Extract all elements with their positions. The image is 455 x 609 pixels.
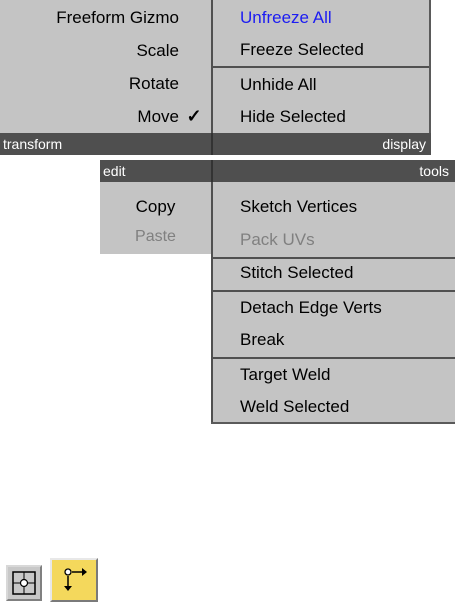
menu-item-label: Rotate xyxy=(128,74,179,93)
menu-separator xyxy=(213,257,455,259)
transform-menu xyxy=(0,0,211,133)
menu-item-freeze-selected[interactable]: Freeze Selected xyxy=(213,33,429,66)
menu-item-copy[interactable]: Copy xyxy=(100,190,211,223)
menu-item-label: Unfreeze All xyxy=(240,8,332,27)
menu-item-unhide-all[interactable]: Unhide All xyxy=(213,68,429,101)
tools-header: tools xyxy=(213,160,455,182)
header-label: tools xyxy=(419,163,449,179)
transform-header: transform xyxy=(0,133,211,155)
menu-item-weld-selected[interactable]: Weld Selected xyxy=(213,390,455,423)
menu-item-label: Hide Selected xyxy=(240,107,346,126)
menu-divider xyxy=(211,182,213,422)
menu-item-label: Sketch Vertices xyxy=(240,197,358,216)
menu-item-label: Detach Edge Verts xyxy=(240,298,382,317)
menu-item-freeform-gizmo[interactable]: Freeform Gizmo xyxy=(0,1,211,34)
menu-item-label: Unhide All xyxy=(240,75,317,94)
menu-item-label: Target Weld xyxy=(240,365,331,384)
header-label: transform xyxy=(3,136,63,152)
menu-item-unfreeze-all[interactable]: Unfreeze All xyxy=(213,1,429,34)
edit-header: edit xyxy=(100,160,211,182)
header-label: edit xyxy=(103,163,126,179)
menu-item-break[interactable]: Break xyxy=(213,323,455,356)
menu-item-label: Copy xyxy=(135,197,176,216)
menu-item-label: Freeform Gizmo xyxy=(56,8,179,27)
move-pivot-button[interactable] xyxy=(50,558,98,602)
menu-separator xyxy=(213,66,429,68)
menu-item-scale[interactable]: Scale xyxy=(0,34,211,67)
display-header: display xyxy=(213,133,431,155)
menu-item-stitch-selected[interactable]: Stitch Selected xyxy=(213,256,455,289)
menu-item-target-weld[interactable]: Target Weld xyxy=(213,358,455,391)
menu-item-detach-edge-verts[interactable]: Detach Edge Verts xyxy=(213,291,455,324)
menu-item-label: Break xyxy=(240,330,285,349)
menu-item-label: Move xyxy=(137,107,179,126)
menu-separator xyxy=(213,290,455,292)
menu-border xyxy=(211,422,455,424)
menu-border xyxy=(429,0,431,133)
menu-item-hide-selected[interactable]: Hide Selected xyxy=(213,100,429,133)
menu-item-pack-uvs: Pack UVs xyxy=(213,223,455,256)
menu-item-paste: Paste xyxy=(100,220,211,253)
pivot-target-icon xyxy=(12,571,36,595)
menu-divider xyxy=(211,0,213,133)
edit-menu xyxy=(100,182,211,254)
menu-item-label: Stitch Selected xyxy=(240,263,354,282)
checkmark-icon: ✓ xyxy=(186,106,202,126)
header-divider xyxy=(211,160,213,182)
menu-item-label: Scale xyxy=(136,41,179,60)
menu-item-sketch-vertices[interactable]: Sketch Vertices xyxy=(213,190,455,223)
header-label: display xyxy=(382,136,426,152)
menu-item-label: Weld Selected xyxy=(240,397,350,416)
header-divider xyxy=(211,133,213,155)
menu-item-label: Paste xyxy=(135,228,176,245)
menu-separator xyxy=(213,357,455,359)
move-arrows-icon xyxy=(64,568,87,591)
menu-item-move[interactable]: Move ✓ xyxy=(0,100,211,133)
menu-item-rotate[interactable]: Rotate xyxy=(0,67,211,100)
pivot-button[interactable] xyxy=(6,565,42,601)
menu-item-label: Freeze Selected xyxy=(240,40,364,59)
tools-menu xyxy=(213,182,455,422)
menu-item-label: Pack UVs xyxy=(240,230,315,249)
